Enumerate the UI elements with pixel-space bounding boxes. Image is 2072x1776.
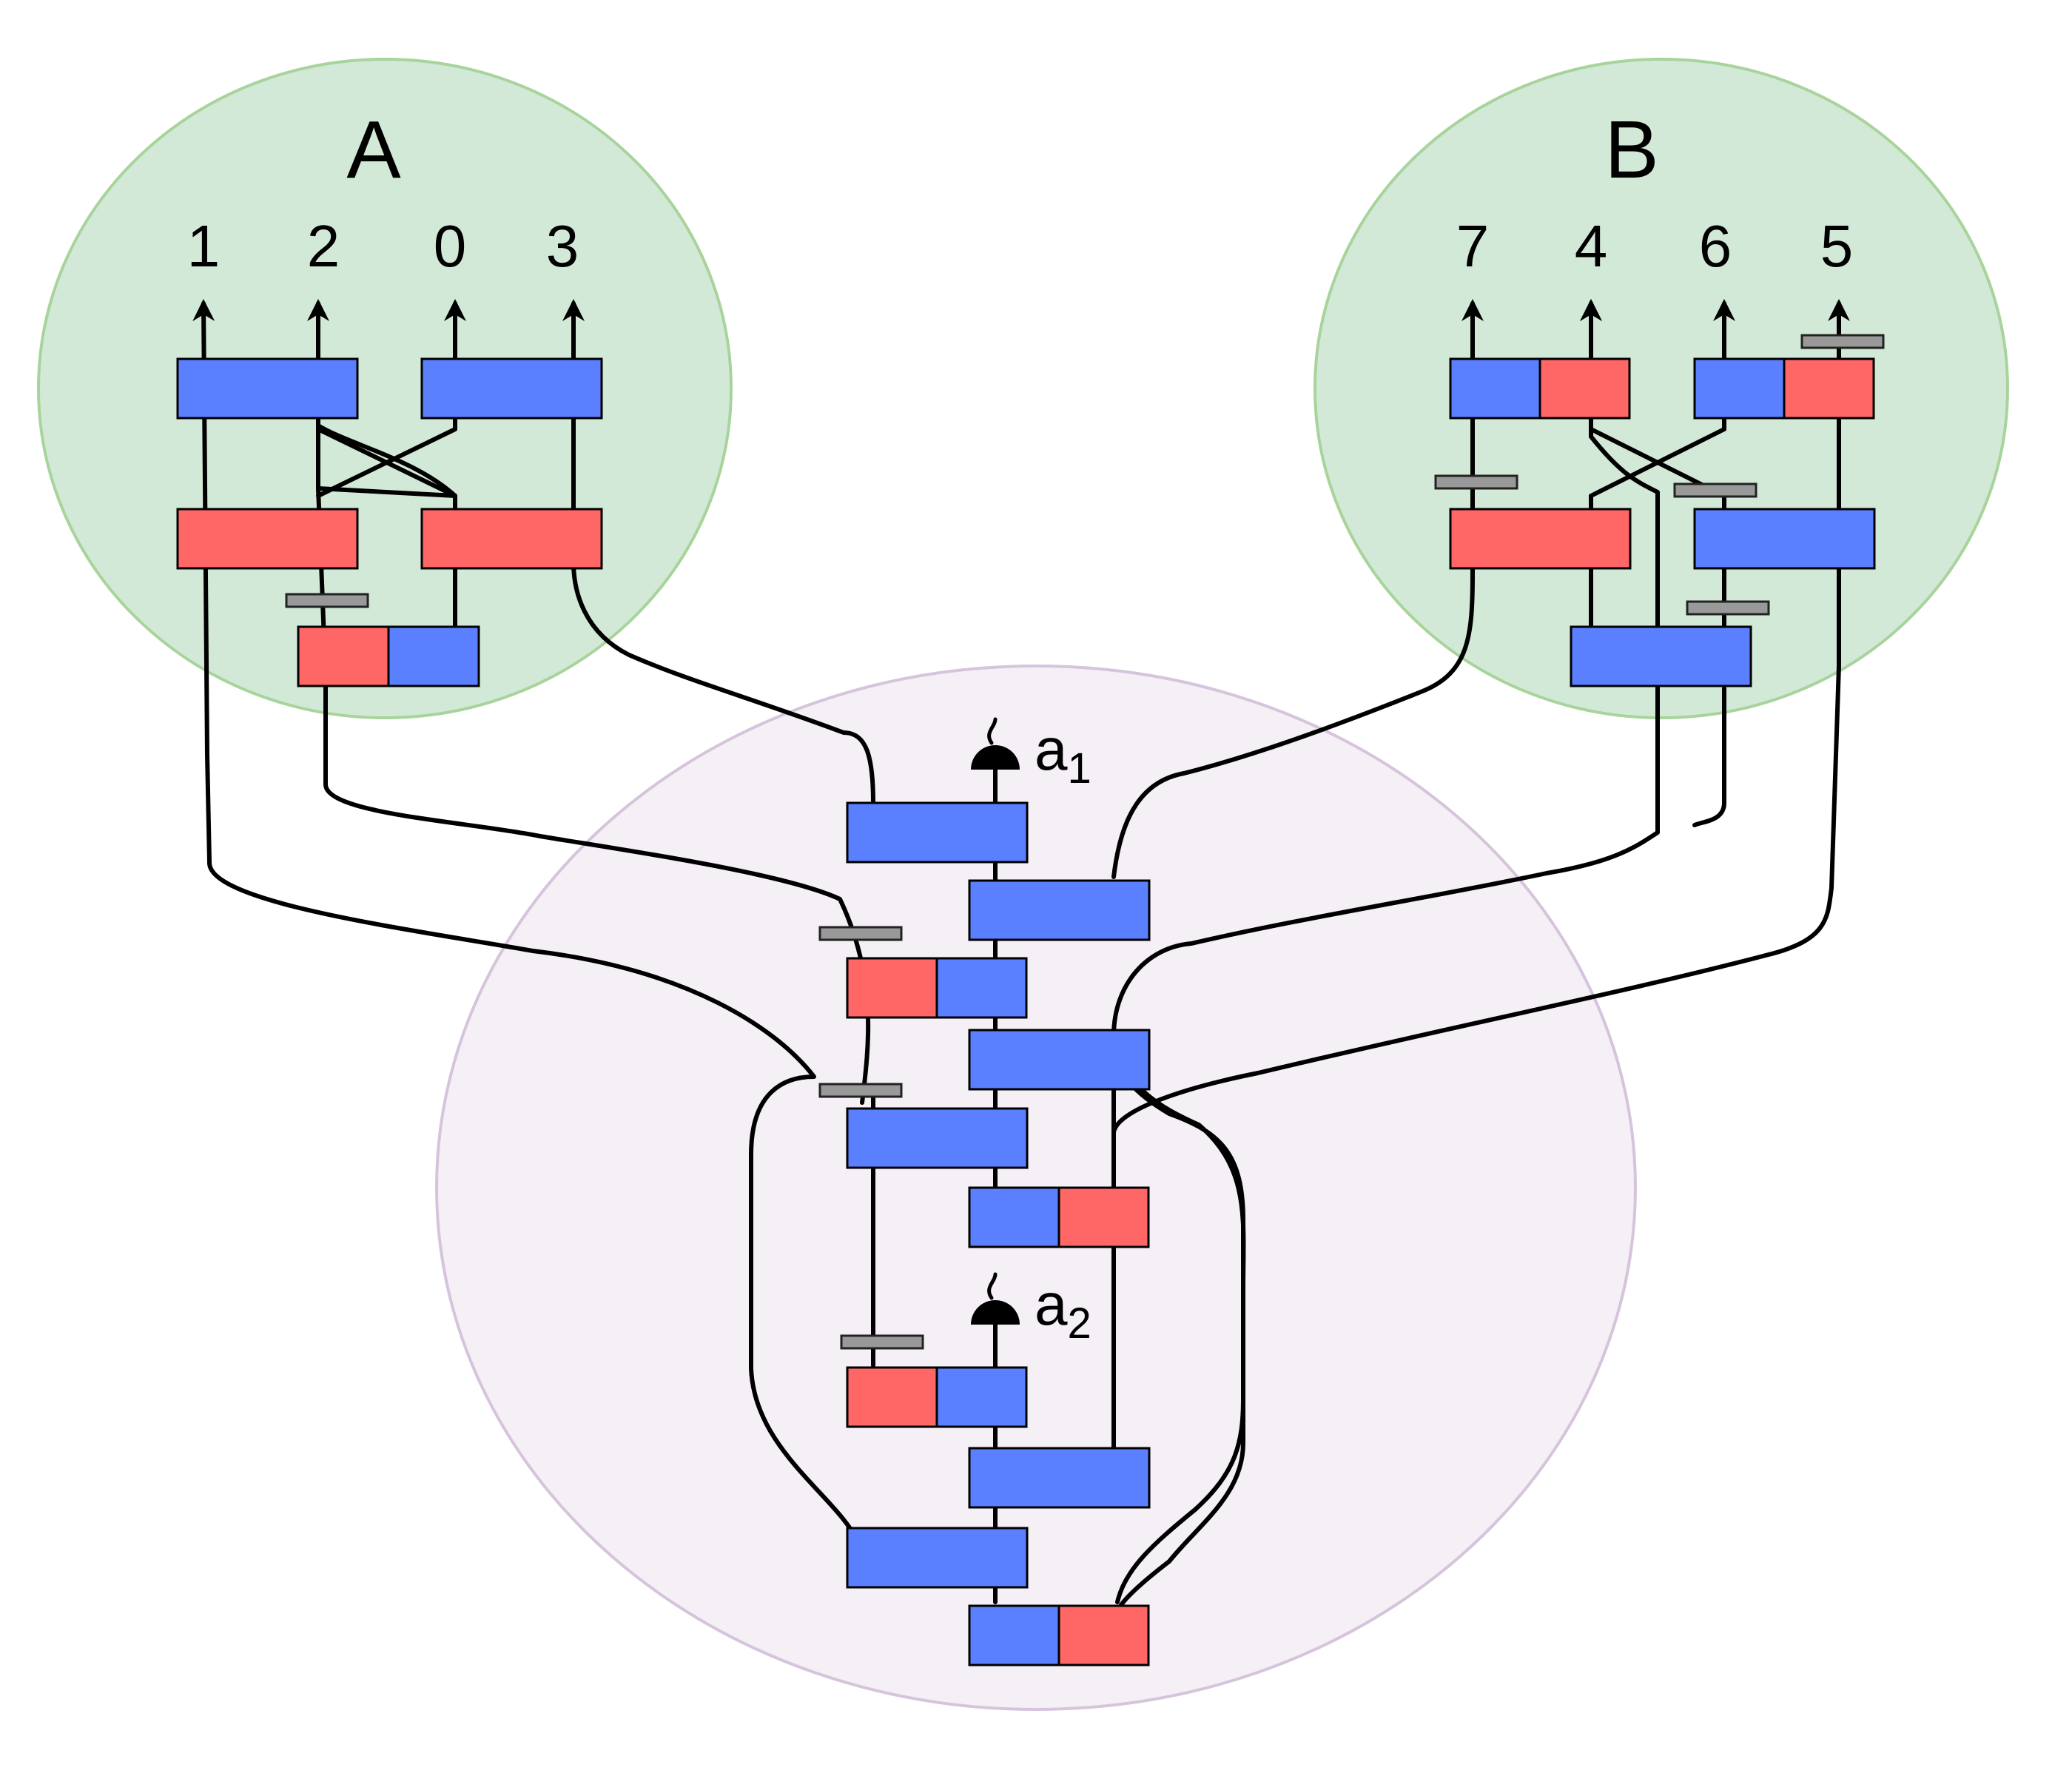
output-label-7: 7 [1456, 213, 1490, 279]
region-label-a: A [346, 104, 401, 195]
measure-dome-icon [971, 1300, 1020, 1325]
c-block-3-blue [935, 957, 1028, 1019]
wire-output-3 [562, 299, 875, 805]
region-label-b: B [1604, 104, 1658, 195]
b-bar-3 [1686, 600, 1770, 616]
c-block-10-blue [968, 1604, 1060, 1666]
c-block-2 [968, 879, 1151, 941]
wire-cross-a2 [316, 427, 457, 498]
b-row2-left-red [1449, 508, 1632, 570]
b-row3-block [1570, 625, 1752, 687]
output-label-2: 2 [307, 213, 340, 279]
c-block-8 [968, 1447, 1151, 1509]
a-row3-block-blue [387, 625, 480, 687]
b-row2-right-blue [1693, 508, 1876, 570]
output-label-3: 3 [546, 213, 579, 279]
b-row1-right-red [1783, 357, 1875, 420]
b-row1-right-blue [1693, 357, 1786, 420]
c-block-7-red [846, 1366, 938, 1428]
a-row1-block-right [420, 357, 603, 420]
region-b-blocks [1434, 334, 1885, 687]
output-label-6: 6 [1699, 213, 1732, 279]
measure-hook-icon [987, 717, 998, 745]
c-bar-2 [818, 1083, 903, 1098]
output-label-0: 0 [434, 213, 467, 279]
measure-label-a2: a2 [1035, 1271, 1092, 1348]
measure-hook-icon [987, 1272, 998, 1300]
b-bar-1 [1434, 474, 1518, 490]
c-block-6-red [1057, 1186, 1150, 1248]
measurement-a1: a1 [971, 716, 1092, 793]
a-row3-block-red [297, 625, 390, 687]
c-block-9 [846, 1527, 1029, 1589]
c-block-3-red [846, 957, 938, 1019]
wire-cross-b2 [1589, 427, 1726, 498]
output-label-4: 4 [1575, 213, 1608, 279]
a-row1-block-left [176, 357, 359, 420]
wire-output-5 [1111, 303, 1839, 1604]
output-label-1: 1 [187, 213, 221, 279]
a-row2-block-left [176, 508, 359, 570]
c-bar-1 [818, 926, 903, 941]
c-block-1 [846, 801, 1029, 864]
c-block-6-blue [968, 1186, 1060, 1248]
c-block-4 [968, 1029, 1151, 1091]
region-b-ellipse [1314, 58, 2009, 719]
region-a-blocks [176, 357, 603, 687]
c-bar-3 [840, 1334, 924, 1350]
center-blocks [818, 801, 1151, 1666]
measure-dome-icon [971, 745, 1020, 770]
a-bar [285, 593, 369, 608]
b-bar-2 [1673, 482, 1758, 498]
wire-output-7 [1111, 299, 1484, 879]
c-block-7-blue [935, 1366, 1028, 1428]
measure-label-a1: a1 [1035, 716, 1092, 793]
a-row2-block-right [420, 508, 603, 570]
b-row1-left-blue [1449, 357, 1541, 420]
measurement-a2: a2 [971, 1271, 1092, 1348]
wire-b-vertical-4 [1692, 686, 1726, 827]
wire-output-1 [192, 299, 857, 1538]
wire-output-4 [1111, 299, 1660, 1453]
output-label-5: 5 [1820, 213, 1854, 279]
c-block-10-red [1057, 1604, 1150, 1666]
b-bar-4 [1800, 334, 1885, 349]
b-row1-left-red [1538, 357, 1631, 420]
c-block-5 [846, 1107, 1029, 1169]
